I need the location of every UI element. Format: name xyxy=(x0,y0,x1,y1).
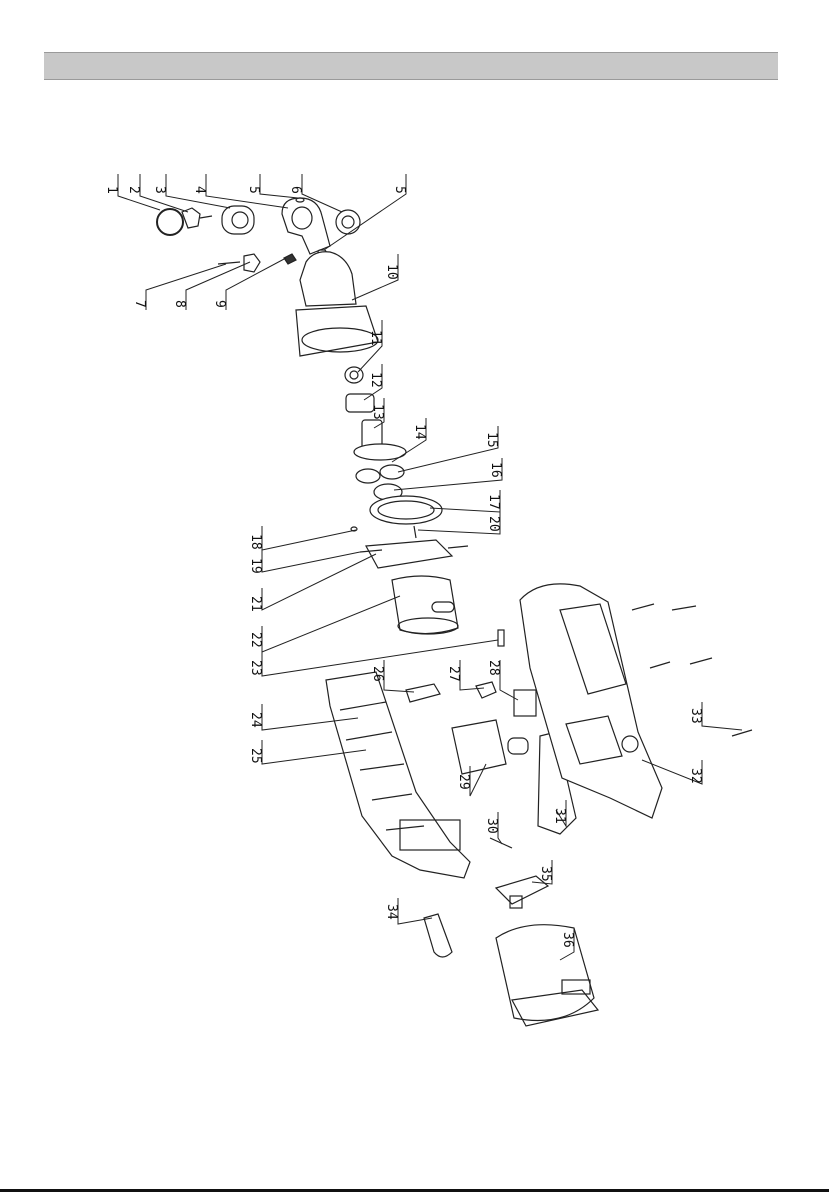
part-number-label: 16 xyxy=(488,462,503,478)
part-number-label: 10 xyxy=(384,264,399,280)
part-number-label: 33 xyxy=(688,708,703,724)
switch-part xyxy=(406,684,440,702)
part-number-label: 3 xyxy=(152,186,167,194)
pin-part xyxy=(218,254,296,272)
part-number-label: 32 xyxy=(688,768,703,784)
terminal-part xyxy=(498,630,504,646)
part-number-label: 14 xyxy=(412,424,427,440)
planet-gear-set xyxy=(356,465,404,500)
part-number-label: 28 xyxy=(486,660,501,676)
part-number-label: 20 xyxy=(486,516,501,532)
motor-plate-part xyxy=(360,540,468,568)
motor-part xyxy=(392,576,458,634)
switch-module-part xyxy=(514,690,536,716)
part-number-label: 21 xyxy=(248,596,263,612)
part-number-label: 6 xyxy=(288,186,303,194)
part-number-label: 36 xyxy=(560,932,575,948)
part-number-label: 26 xyxy=(370,666,385,682)
part-number-label: 22 xyxy=(248,632,263,648)
left-housing-part xyxy=(326,672,470,878)
clip-part xyxy=(424,914,452,957)
part-number-label: 27 xyxy=(446,666,461,682)
part-number-label: 34 xyxy=(384,904,399,920)
part-number-label: 19 xyxy=(248,558,263,574)
part-number-label: 35 xyxy=(538,866,553,882)
part-number-label: 7 xyxy=(132,300,147,308)
gear-housing-part xyxy=(296,252,378,356)
part-number-label: 13 xyxy=(370,404,385,420)
part-number-label: 12 xyxy=(368,372,383,388)
part-number-label: 15 xyxy=(484,432,499,448)
chuck-part xyxy=(222,206,254,234)
ring-gear-part xyxy=(370,496,442,524)
part-number-label: 2 xyxy=(126,186,141,194)
part-number-label: 23 xyxy=(248,660,263,676)
spindle-part xyxy=(354,420,406,460)
screws-group-upper xyxy=(351,526,416,538)
switch-block-part xyxy=(452,720,528,774)
part-number-label: 5 xyxy=(392,186,407,194)
retaining-ring-part xyxy=(157,209,183,235)
part-number-label: 25 xyxy=(248,748,263,764)
part-number-label: 4 xyxy=(192,186,207,194)
part-number-label: 9 xyxy=(212,300,227,308)
part-number-label: 18 xyxy=(248,534,263,550)
head-housing-part xyxy=(282,198,330,254)
battery-pack-part xyxy=(496,925,598,1026)
part-number-label: 17 xyxy=(486,494,501,510)
switch-contact-part xyxy=(476,682,496,698)
part-number-label: 30 xyxy=(484,818,499,834)
part-number-label: 5 xyxy=(246,186,261,194)
part-number-label: 11 xyxy=(368,330,383,346)
part-number-label: 31 xyxy=(552,808,567,824)
part-number-label: 8 xyxy=(172,300,187,308)
part-number-label: 24 xyxy=(248,712,263,728)
part-number-label: 1 xyxy=(104,186,119,194)
part-number-label: 29 xyxy=(456,774,471,790)
